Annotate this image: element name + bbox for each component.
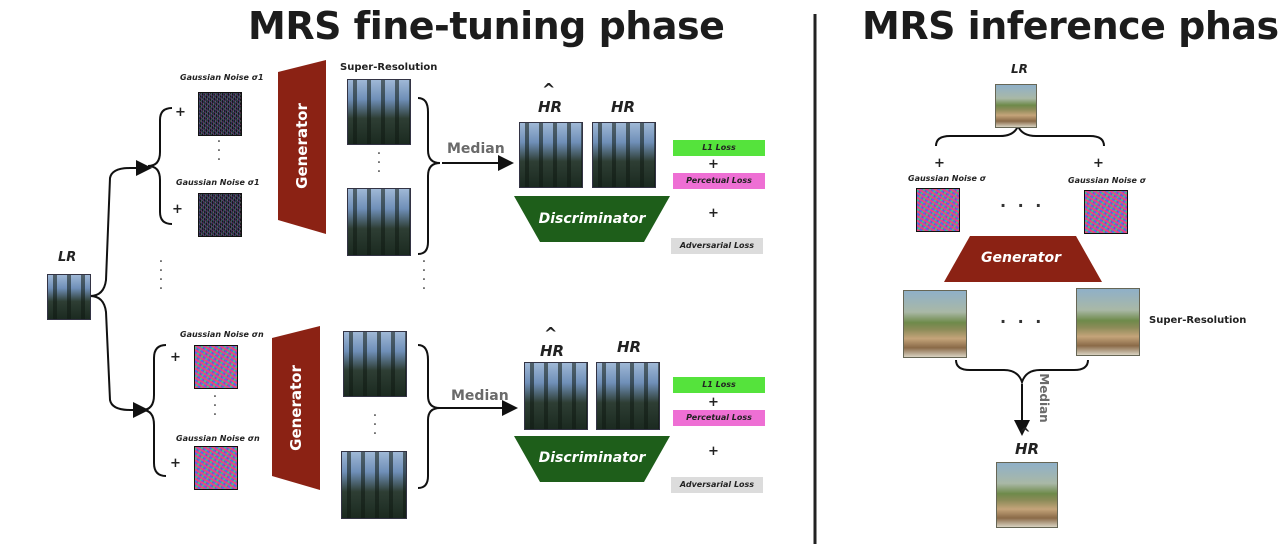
lr-branch-top [89,160,152,297]
inference-median-label: Median [1037,373,1051,423]
adversarial-loss-bottom: Adversarial Loss [671,477,763,493]
vertical-dots-bottom-sr: ··· [372,408,378,442]
l1-loss-bottom: L1 Loss [673,377,765,393]
generator-top-shape [278,60,326,234]
noise-image-bottom-last [194,446,238,490]
inference-dots-sr: · · · [1000,312,1045,331]
hat-symbol-top: ^ [542,80,556,99]
brace-top-left [147,107,173,225]
hr-hat-label-top: HR [538,98,563,116]
plus-loss-bottom-1: + [708,395,719,410]
brace-inference-bottom [955,359,1089,386]
vertical-dots-bottom-noise: ··· [212,389,218,423]
median-label-top: Median [447,141,505,157]
brace-bottom-left [141,344,167,477]
inference-plus-right: + [1093,156,1104,171]
inference-hat-symbol: ^ [1019,426,1031,442]
plus-loss-bottom-2: + [708,444,719,459]
fine-tuning-title: MRS fine-tuning phase [248,4,725,48]
plus-bottom-first: + [170,350,181,365]
lr-label: LR [58,250,77,265]
plus-top-first: + [175,105,186,120]
l1-loss-top: L1 Loss [673,140,765,156]
hr-image-bottom [596,362,660,430]
lr-branch-bottom [89,295,149,418]
plus-bottom-last: + [170,456,181,471]
sr-image-bottom-last [341,451,407,519]
noise-image-top-last [198,193,242,237]
inference-lr-label: LR [1011,62,1028,76]
inference-generator-label: Generator [980,250,1062,266]
hr-label-bottom: HR [617,338,642,356]
adversarial-loss-top: Adversarial Loss [671,238,763,254]
vertical-dots-top-noise: ··· [216,134,222,168]
hr-hat-label-bottom: HR [540,342,565,360]
sr-image-top-first [347,79,411,145]
discriminator-bottom-shape [514,436,670,482]
vertical-dots-top-sr: ··· [376,146,382,180]
noise-label-top-first: Gaussian Noise σ1 [180,73,264,82]
noise-image-top-first [198,92,242,136]
inference-sr-image-right [1076,288,1140,356]
hr-hat-image-top [519,122,583,188]
lr-image [47,274,91,320]
generator-bottom-shape [272,326,320,490]
perceptual-loss-top: Percetual Loss [673,173,765,189]
hr-hat-image-bottom [524,362,588,430]
plus-loss-top-2: + [708,206,719,221]
hr-label-top: HR [611,98,636,116]
inference-noise-label-right: Gaussian Noise σ [1068,176,1146,185]
brace-inference-top [935,123,1105,147]
discriminator-top-shape [514,196,670,242]
discriminator-bottom-label: Discriminator [538,450,646,466]
inference-noise-label-left: Gaussian Noise σ [908,174,986,183]
generator-top-label: Generator [293,103,311,189]
perceptual-loss-bottom: Percetual Loss [673,410,765,426]
inference-super-resolution-label: Super-Resolution [1149,315,1247,326]
vertical-dots-sr-branches: ···· [421,254,427,297]
plus-loss-top-1: + [708,157,719,172]
noise-label-bottom-first: Gaussian Noise σn [180,330,264,339]
noise-image-bottom-first [194,345,238,389]
hr-image-top [592,122,656,188]
inference-noise-image-right [1084,190,1128,234]
inference-dots-noise: · · · [1000,196,1045,215]
generator-bottom-label: Generator [287,365,305,451]
sr-image-top-last [347,188,411,256]
vertical-dots-branches: ···· [158,254,164,297]
super-resolution-label-fine-tuning: Super-Resolution [340,62,438,73]
inference-noise-image-left [916,188,960,232]
brace-top-right [417,97,441,255]
noise-label-top-last: Gaussian Noise σ1 [176,178,260,187]
inference-lr-image [995,84,1037,128]
inference-hr-image [996,462,1058,528]
noise-label-bottom-last: Gaussian Noise σn [176,434,260,443]
median-label-bottom: Median [451,388,509,404]
inference-sr-image-left [903,290,967,358]
plus-top-last: + [172,202,183,217]
inference-title: MRS inference phase [862,4,1280,48]
inference-hr-label: HR [1015,440,1040,458]
sr-image-bottom-first [343,331,407,397]
hat-symbol-bottom: ^ [544,324,558,343]
generator-inference-shape [944,236,1102,282]
discriminator-top-label: Discriminator [538,211,646,227]
inference-plus-left: + [934,156,945,171]
brace-bottom-right [417,344,441,489]
